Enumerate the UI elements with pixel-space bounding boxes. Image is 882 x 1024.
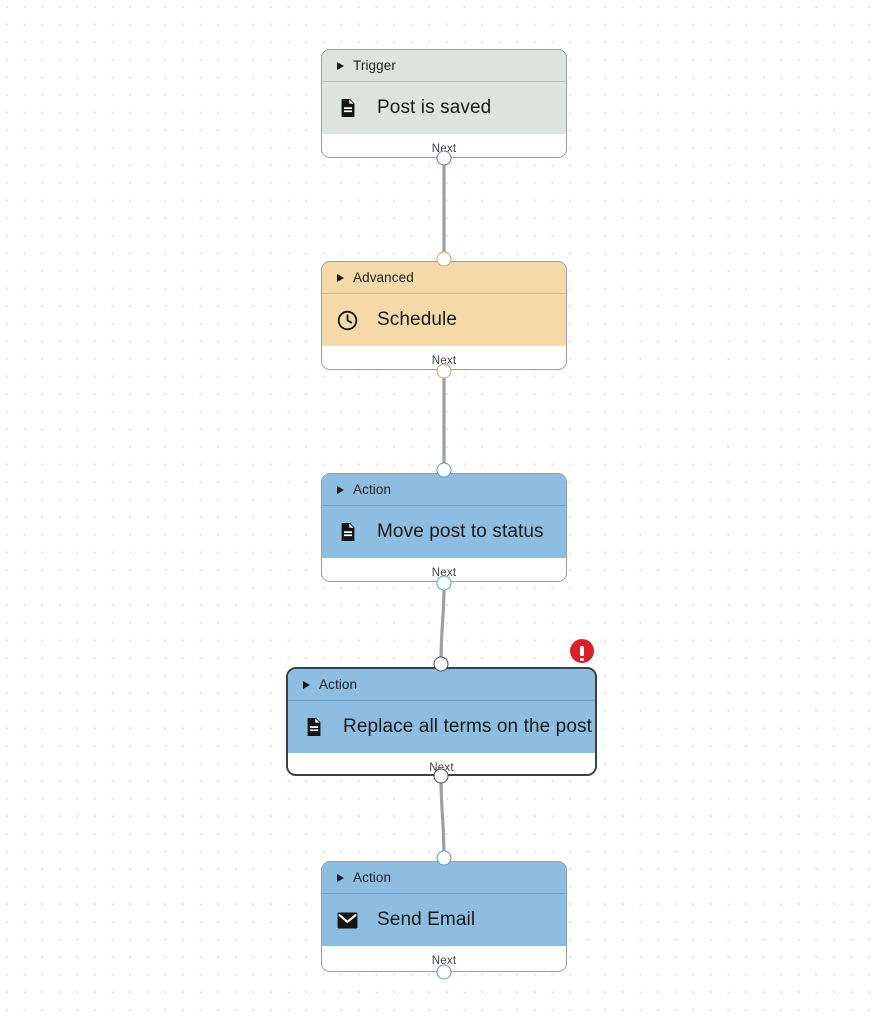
node-kind-label: Action xyxy=(319,677,358,692)
node-divider xyxy=(322,505,566,506)
node-footer[interactable]: Next xyxy=(322,558,566,581)
edge-action1-to-action2[interactable] xyxy=(439,581,446,666)
document-icon xyxy=(336,97,359,120)
chevron-right-icon[interactable] xyxy=(337,873,344,882)
node-next-label: Next xyxy=(431,355,457,367)
node-header[interactable]: Action xyxy=(322,862,566,893)
node-header[interactable]: Trigger xyxy=(322,50,566,81)
exclamation-mark xyxy=(580,646,585,662)
node-kind-label: Action xyxy=(353,870,392,885)
node-kind-label: Action xyxy=(353,482,392,497)
node-title: Replace all terms on the post xyxy=(343,716,592,737)
port-action3-out[interactable] xyxy=(436,964,452,980)
envelope-icon xyxy=(336,909,359,932)
node-body[interactable]: Replace all terms on the post xyxy=(288,701,595,753)
node-body[interactable]: Move post to status xyxy=(322,506,566,558)
node-kind-label: Advanced xyxy=(353,270,414,285)
node-header[interactable]: Advanced xyxy=(322,262,566,293)
node-next-label: Next xyxy=(431,955,457,967)
node-title: Post is saved xyxy=(377,97,492,118)
node-divider xyxy=(288,700,595,701)
port-action3-in[interactable] xyxy=(436,850,452,866)
node-footer[interactable]: Next xyxy=(322,346,566,369)
port-action2-in[interactable] xyxy=(433,656,449,672)
port-advanced-in[interactable] xyxy=(436,251,452,267)
node-divider xyxy=(322,893,566,894)
node-body[interactable]: Send Email xyxy=(322,894,566,946)
port-advanced-out[interactable] xyxy=(436,363,452,379)
node-body[interactable]: Post is saved xyxy=(322,82,566,134)
node-header[interactable]: Action xyxy=(288,669,595,700)
edge-action2-to-action3[interactable] xyxy=(439,774,446,860)
chevron-right-icon[interactable] xyxy=(303,680,310,689)
node-title: Schedule xyxy=(377,309,458,330)
error-badge-icon[interactable] xyxy=(570,639,594,663)
node-title: Send Email xyxy=(377,909,476,930)
port-action2-out[interactable] xyxy=(433,768,449,784)
port-action1-in[interactable] xyxy=(436,462,452,478)
port-action1-out[interactable] xyxy=(436,575,452,591)
chevron-right-icon[interactable] xyxy=(337,61,344,70)
node-header[interactable]: Action xyxy=(322,474,566,505)
clock-icon xyxy=(336,309,359,332)
chevron-right-icon[interactable] xyxy=(337,273,344,282)
node-next-label: Next xyxy=(431,567,457,579)
node-divider xyxy=(322,293,566,294)
port-trigger-out[interactable] xyxy=(436,150,452,166)
document-icon xyxy=(302,716,325,739)
node-kind-label: Trigger xyxy=(353,58,396,73)
node-title: Move post to status xyxy=(377,521,544,542)
node-body[interactable]: Schedule xyxy=(322,294,566,346)
node-divider xyxy=(322,81,566,82)
document-icon xyxy=(336,521,359,544)
chevron-right-icon[interactable] xyxy=(337,485,344,494)
